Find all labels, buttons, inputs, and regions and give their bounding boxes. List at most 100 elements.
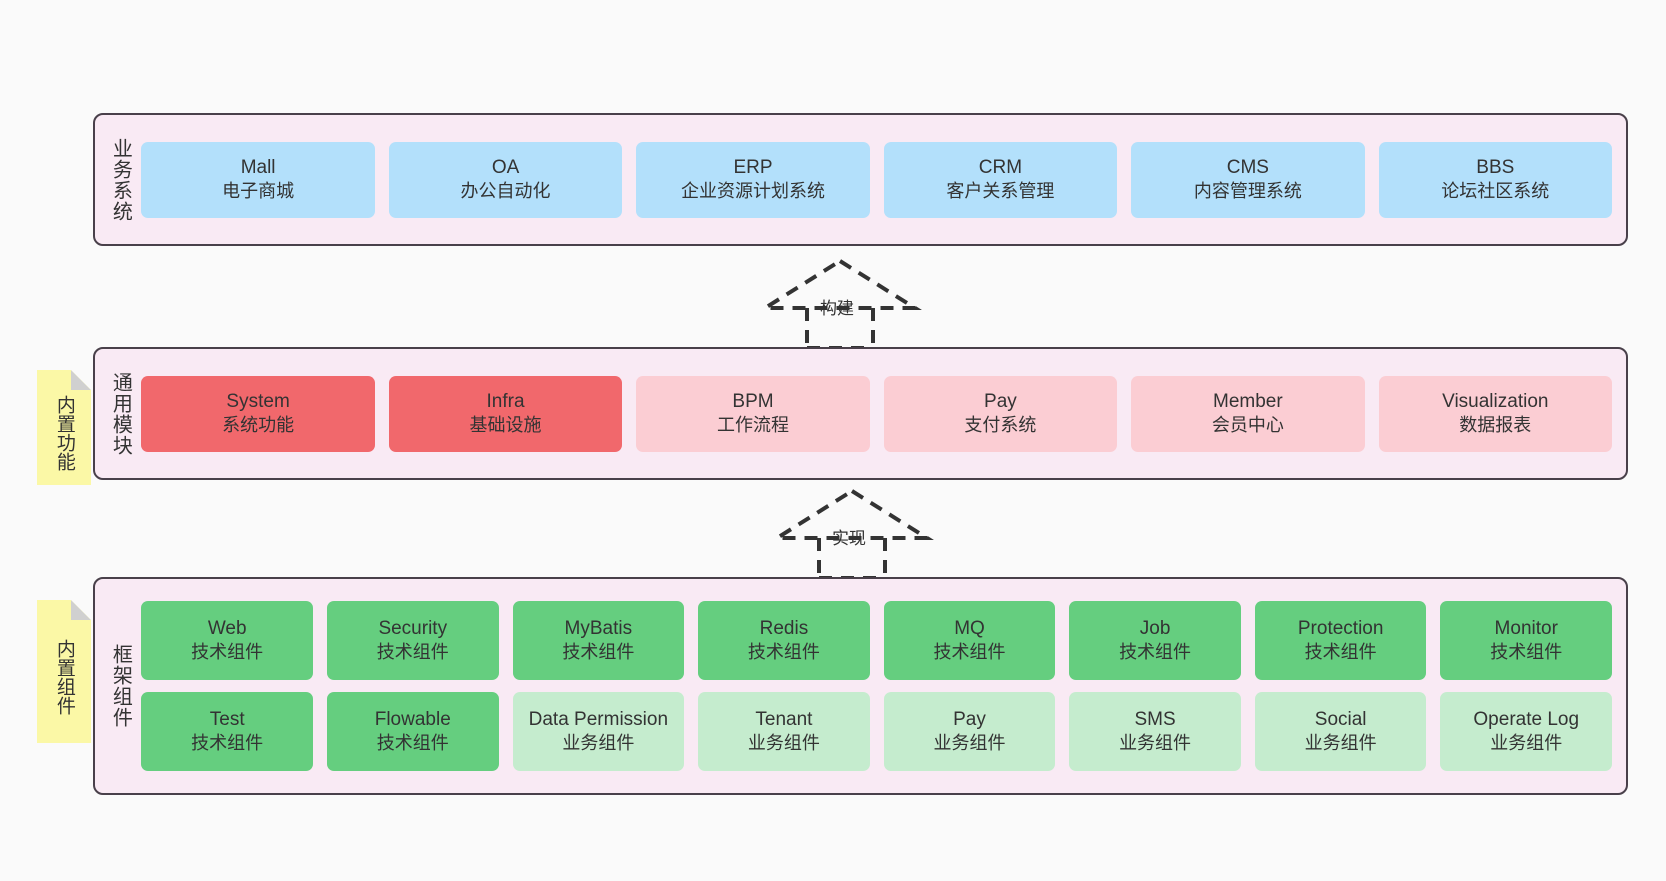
card-title: Pay <box>984 390 1017 412</box>
card-subtitle: 技术组件 <box>1119 642 1192 663</box>
note-builtin-function: 内置功能 <box>37 370 91 485</box>
card-infra[interactable]: Infra 基础设施 <box>388 375 623 452</box>
card-system[interactable]: System 系统功能 <box>141 375 375 452</box>
card-subtitle: 业务组件 <box>747 733 820 754</box>
card-title: CMS <box>1226 156 1269 178</box>
card-title: MyBatis <box>564 617 633 639</box>
card-subtitle: 会员中心 <box>1211 415 1284 436</box>
note-fold-corner-icon <box>71 370 91 390</box>
card-sms[interactable]: SMS 业务组件 <box>1069 692 1241 771</box>
card-monitor[interactable]: Monitor 技术组件 <box>1440 601 1613 680</box>
card-title: Mall <box>240 156 276 178</box>
card-crm[interactable]: CRM 客户关系管理 <box>883 141 1118 218</box>
card-subtitle: 内容管理系统 <box>1193 181 1302 202</box>
note-builtin-component-label: 内置组件 <box>53 638 75 715</box>
card-web[interactable]: Web 技术组件 <box>141 601 313 680</box>
card-cms[interactable]: CMS 内容管理系统 <box>1131 141 1365 218</box>
card-title: Operate Log <box>1473 708 1580 730</box>
card-title: System <box>226 390 290 412</box>
card-title: Member <box>1213 390 1283 412</box>
layer-framework-cards: Web 技术组件 Security 技术组件 MyBatis 技术组件 Redi… <box>137 587 1626 785</box>
note-fold-corner-icon <box>71 600 91 620</box>
card-title: CRM <box>978 156 1023 178</box>
framework-row-business: Test 技术组件 Flowable 技术组件 Data Permission … <box>141 692 1613 771</box>
card-data-permission[interactable]: Data Permission 业务组件 <box>512 692 685 771</box>
card-flowable[interactable]: Flowable 技术组件 <box>326 692 499 771</box>
card-subtitle: 技术组件 <box>1490 642 1563 663</box>
card-title: Flowable <box>374 708 451 730</box>
card-subtitle: 技术组件 <box>933 642 1006 663</box>
card-subtitle: 业务组件 <box>933 733 1006 754</box>
card-subtitle: 技术组件 <box>376 642 449 663</box>
card-visualization[interactable]: Visualization 数据报表 <box>1378 375 1613 452</box>
card-title: OA <box>491 156 520 178</box>
card-member[interactable]: Member 会员中心 <box>1131 375 1365 452</box>
card-erp[interactable]: ERP 企业资源计划系统 <box>636 141 870 218</box>
card-subtitle: 客户关系管理 <box>946 181 1055 202</box>
layer-common-modules: 通用模块 System 系统功能 Infra 基础设施 BPM 工作流程 Pay… <box>93 347 1628 480</box>
card-oa[interactable]: OA 办公自动化 <box>388 141 623 218</box>
card-mall[interactable]: Mall 电子商城 <box>141 141 375 218</box>
card-title: Test <box>209 708 245 730</box>
card-mq[interactable]: MQ 技术组件 <box>883 601 1056 680</box>
card-bbs[interactable]: BBS 论坛社区系统 <box>1378 141 1613 218</box>
card-subtitle: 技术组件 <box>191 733 264 754</box>
card-title: Monitor <box>1494 617 1558 639</box>
card-security[interactable]: Security 技术组件 <box>326 601 499 680</box>
card-subtitle: 技术组件 <box>191 642 264 663</box>
card-title: Security <box>378 617 448 639</box>
card-subtitle: 数据报表 <box>1459 415 1532 436</box>
card-tenant[interactable]: Tenant 业务组件 <box>698 692 870 771</box>
arrow-build: 构建 <box>758 256 940 356</box>
card-operate-log[interactable]: Operate Log 业务组件 <box>1440 692 1613 771</box>
arrow-build-label: 构建 <box>820 299 854 318</box>
card-subtitle: 电子商城 <box>222 181 295 202</box>
card-title: ERP <box>733 156 773 178</box>
card-title: SMS <box>1134 708 1176 730</box>
card-title: Tenant <box>755 708 813 730</box>
card-subtitle: 技术组件 <box>747 642 820 663</box>
card-redis[interactable]: Redis 技术组件 <box>698 601 870 680</box>
card-subtitle: 办公自动化 <box>460 181 551 202</box>
card-job[interactable]: Job 技术组件 <box>1069 601 1241 680</box>
card-pay-component[interactable]: Pay 业务组件 <box>883 692 1056 771</box>
card-subtitle: 业务组件 <box>562 733 635 754</box>
card-subtitle: 技术组件 <box>562 642 635 663</box>
card-title: Web <box>207 617 247 639</box>
card-title: BBS <box>1476 156 1515 178</box>
card-title: Visualization <box>1442 390 1549 412</box>
card-bpm[interactable]: BPM 工作流程 <box>636 375 870 452</box>
card-title: MQ <box>954 617 985 639</box>
card-title: Job <box>1139 617 1171 639</box>
card-subtitle: 支付系统 <box>964 415 1037 436</box>
layer-label-framework-components: 框架组件 <box>109 644 132 728</box>
card-title: Protection <box>1297 617 1384 639</box>
card-mybatis[interactable]: MyBatis 技术组件 <box>512 601 685 680</box>
layer-label-common-modules: 通用模块 <box>109 371 132 456</box>
card-social[interactable]: Social 业务组件 <box>1254 692 1427 771</box>
card-test[interactable]: Test 技术组件 <box>141 692 313 771</box>
card-title: Data Permission <box>528 708 669 730</box>
note-builtin-function-label: 内置功能 <box>53 394 75 471</box>
card-pay-module[interactable]: Pay 支付系统 <box>883 375 1118 452</box>
card-title: Redis <box>759 617 809 639</box>
card-title: Pay <box>953 708 986 730</box>
layer-modules-cards: System 系统功能 Infra 基础设施 BPM 工作流程 Pay 支付系统… <box>137 375 1626 452</box>
card-subtitle: 技术组件 <box>376 733 449 754</box>
layer-business-system: 业务系统 Mall 电子商城 OA 办公自动化 ERP 企业资源计划系统 CRM… <box>93 113 1628 246</box>
card-subtitle: 论坛社区系统 <box>1441 181 1550 202</box>
framework-row-technical: Web 技术组件 Security 技术组件 MyBatis 技术组件 Redi… <box>141 601 1613 680</box>
card-subtitle: 业务组件 <box>1119 733 1192 754</box>
card-title: BPM <box>732 390 774 412</box>
layer-business-cards: Mall 电子商城 OA 办公自动化 ERP 企业资源计划系统 CRM 客户关系… <box>137 141 1626 218</box>
arrow-implement-label: 实现 <box>832 529 866 548</box>
card-subtitle: 业务组件 <box>1490 733 1563 754</box>
card-subtitle: 技术组件 <box>1304 642 1377 663</box>
card-title: Infra <box>486 390 525 412</box>
note-builtin-component: 内置组件 <box>37 600 91 743</box>
card-protection[interactable]: Protection 技术组件 <box>1254 601 1427 680</box>
card-subtitle: 工作流程 <box>716 415 789 436</box>
card-subtitle: 企业资源计划系统 <box>680 181 825 202</box>
layer-framework-components: 框架组件 Web 技术组件 Security 技术组件 MyBatis 技术组件… <box>93 577 1628 795</box>
